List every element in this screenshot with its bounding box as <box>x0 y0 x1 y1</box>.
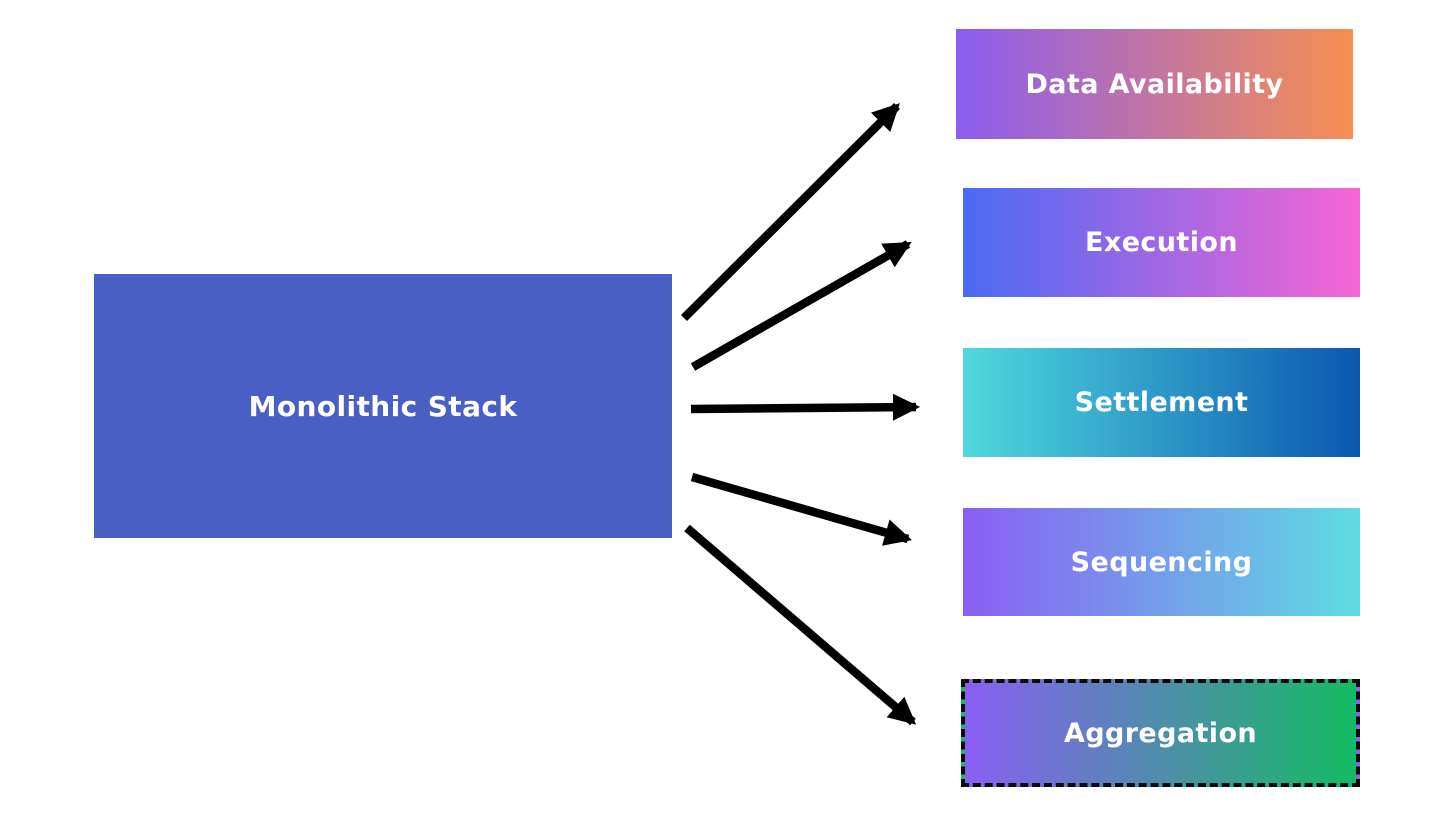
node-data-availability-label: Data Availability <box>1025 68 1284 100</box>
node-sequencing-label: Sequencing <box>1070 546 1253 578</box>
node-aggregation-label: Aggregation <box>1063 717 1258 749</box>
arrow-connector-0 <box>681 102 900 322</box>
arrow-connector-3 <box>690 472 912 546</box>
node-settlement-label: Settlement <box>1074 387 1249 418</box>
node-execution-label: Execution <box>1085 227 1238 258</box>
arrow-connector-2 <box>690 393 921 421</box>
node-settlement: Settlement <box>963 348 1360 457</box>
node-sequencing: Sequencing <box>963 508 1360 616</box>
arrow-connector-1 <box>690 240 912 371</box>
arrow-connector-4 <box>684 524 917 726</box>
node-monolithic-stack-label: Monolithic Stack <box>248 389 518 423</box>
node-monolithic-stack: Monolithic Stack <box>94 274 672 538</box>
node-aggregation: Aggregation <box>961 679 1360 787</box>
node-execution: Execution <box>963 188 1360 297</box>
node-data-availability: Data Availability <box>956 29 1353 139</box>
